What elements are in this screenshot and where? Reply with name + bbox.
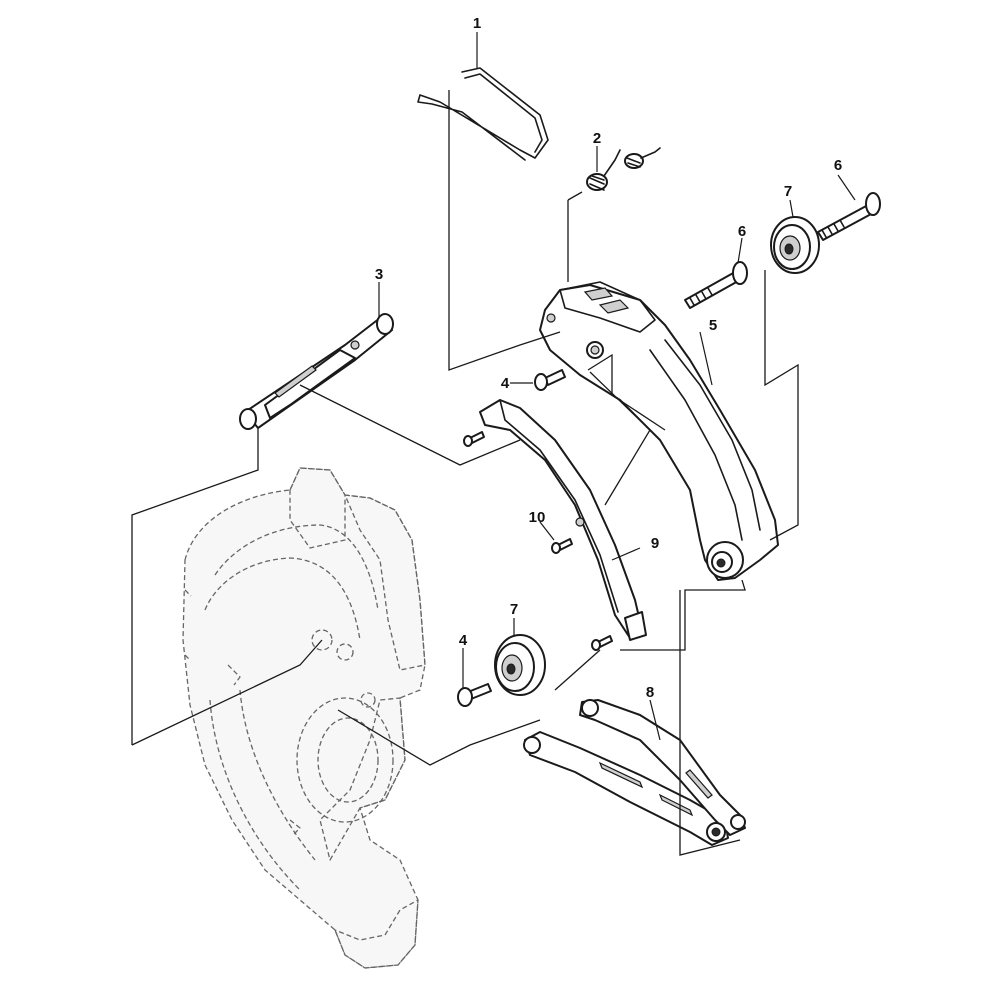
guard-mark-1 xyxy=(184,589,192,661)
wire-handle-loop-inner xyxy=(464,73,543,153)
link-end-right-2 xyxy=(730,814,746,830)
arm-top-slot xyxy=(583,287,614,301)
link-end-left xyxy=(523,736,541,754)
screw-head-l xyxy=(457,687,473,707)
guard-bearing-ring-outer xyxy=(296,697,394,823)
callout-7-lower: 7 xyxy=(510,601,518,618)
callout-4-lower: 4 xyxy=(459,632,468,649)
arm-boss-bottom-core xyxy=(716,558,726,568)
part-4-screw-upper xyxy=(534,369,566,391)
plate-hole xyxy=(350,340,360,350)
assembly-brackets xyxy=(131,90,799,856)
guard-pivot-2 xyxy=(336,643,354,661)
arm-top-slot-2 xyxy=(598,299,630,314)
part-7-wheel-upper xyxy=(770,216,820,274)
screw-shank xyxy=(544,369,566,386)
wire-handle-loop xyxy=(417,67,549,161)
part-8-link-bar xyxy=(523,699,746,846)
part-2-springs xyxy=(586,147,661,191)
plate-slot xyxy=(274,365,317,398)
bolt-threads xyxy=(689,287,713,306)
guard-lower-panel xyxy=(319,697,406,861)
callout-7-upper: 7 xyxy=(784,183,792,200)
cover-tab-bottom xyxy=(624,611,647,641)
guard-bearing-ring-inner xyxy=(317,717,379,803)
guard-pivot-3 xyxy=(360,692,376,708)
arm-body xyxy=(539,284,779,581)
part-10-screws xyxy=(463,431,613,651)
callout-8: 8 xyxy=(646,684,654,701)
arm-hole-top-inner xyxy=(590,345,600,355)
part-5-main-arm xyxy=(539,281,779,581)
guard-top-block xyxy=(289,467,346,549)
spring-left xyxy=(586,149,621,191)
callout-5: 5 xyxy=(709,317,717,334)
callout-2: 2 xyxy=(593,130,601,147)
callout-10: 10 xyxy=(529,509,546,526)
guard-bottom-panel xyxy=(334,899,419,969)
part-9-curved-cover xyxy=(479,399,647,641)
arm-top-face xyxy=(559,281,656,333)
shaft-end-left xyxy=(239,408,257,430)
guard-mark-3 xyxy=(289,819,301,835)
bolt-shank-r xyxy=(817,204,874,241)
bolt-head xyxy=(732,261,748,285)
guard-pivot-1 xyxy=(311,629,333,651)
callout-6-upper: 6 xyxy=(738,223,746,240)
part-6-bolt-right xyxy=(817,192,881,241)
cover-hole xyxy=(575,517,585,527)
screw-small-3 xyxy=(591,635,613,651)
part-3-pivot-shaft xyxy=(239,313,394,430)
part-6-bolt-upper xyxy=(684,261,748,309)
slotted-plate xyxy=(264,349,356,419)
leader-lines xyxy=(378,32,856,741)
screw-small-1 xyxy=(463,431,485,447)
callout-3: 3 xyxy=(375,266,383,283)
screw-small-2 xyxy=(551,538,573,554)
wheel-bore xyxy=(784,243,794,255)
callout-4-upper: 4 xyxy=(501,375,510,392)
guard-inner-arc-2 xyxy=(204,557,361,641)
shaft-end-right xyxy=(376,313,394,335)
guard-inner-arc-1 xyxy=(214,524,379,611)
phantom-blade-guard xyxy=(182,467,426,969)
cover-edge xyxy=(499,399,619,613)
callouts: 1 2 3 4 4 5 6 6 7 7 8 9 10 xyxy=(375,15,842,701)
part-7-wheel-lower xyxy=(494,634,546,696)
guard-inner-arc-4 xyxy=(239,689,316,861)
wheel-bore-l xyxy=(506,663,516,675)
guard-mark-2 xyxy=(227,664,241,686)
arm-hole-small xyxy=(546,313,556,323)
arm-groove xyxy=(664,339,761,531)
callout-9: 9 xyxy=(651,535,659,552)
cover-body xyxy=(479,399,643,639)
spring-right xyxy=(624,147,661,169)
link-end-top xyxy=(581,699,599,717)
link-bar-upper xyxy=(579,699,746,836)
part-1-wire-handle xyxy=(417,67,549,161)
part-4-screw-lower xyxy=(457,683,492,707)
guard-outline xyxy=(182,467,426,969)
callout-1: 1 xyxy=(473,15,481,32)
guard-side-panel xyxy=(344,494,426,671)
guard-inner-arc-3 xyxy=(209,699,301,891)
bolt-threads-r xyxy=(821,219,845,238)
callout-6-right: 6 xyxy=(834,157,842,174)
arm-groove-2 xyxy=(649,349,743,541)
link-bar-body xyxy=(524,731,729,846)
link-slot-1 xyxy=(598,761,644,789)
screw-head xyxy=(534,373,548,391)
link-slot-3 xyxy=(685,769,713,799)
link-end-right-hole xyxy=(711,827,721,837)
bolt-head-r xyxy=(865,192,881,216)
